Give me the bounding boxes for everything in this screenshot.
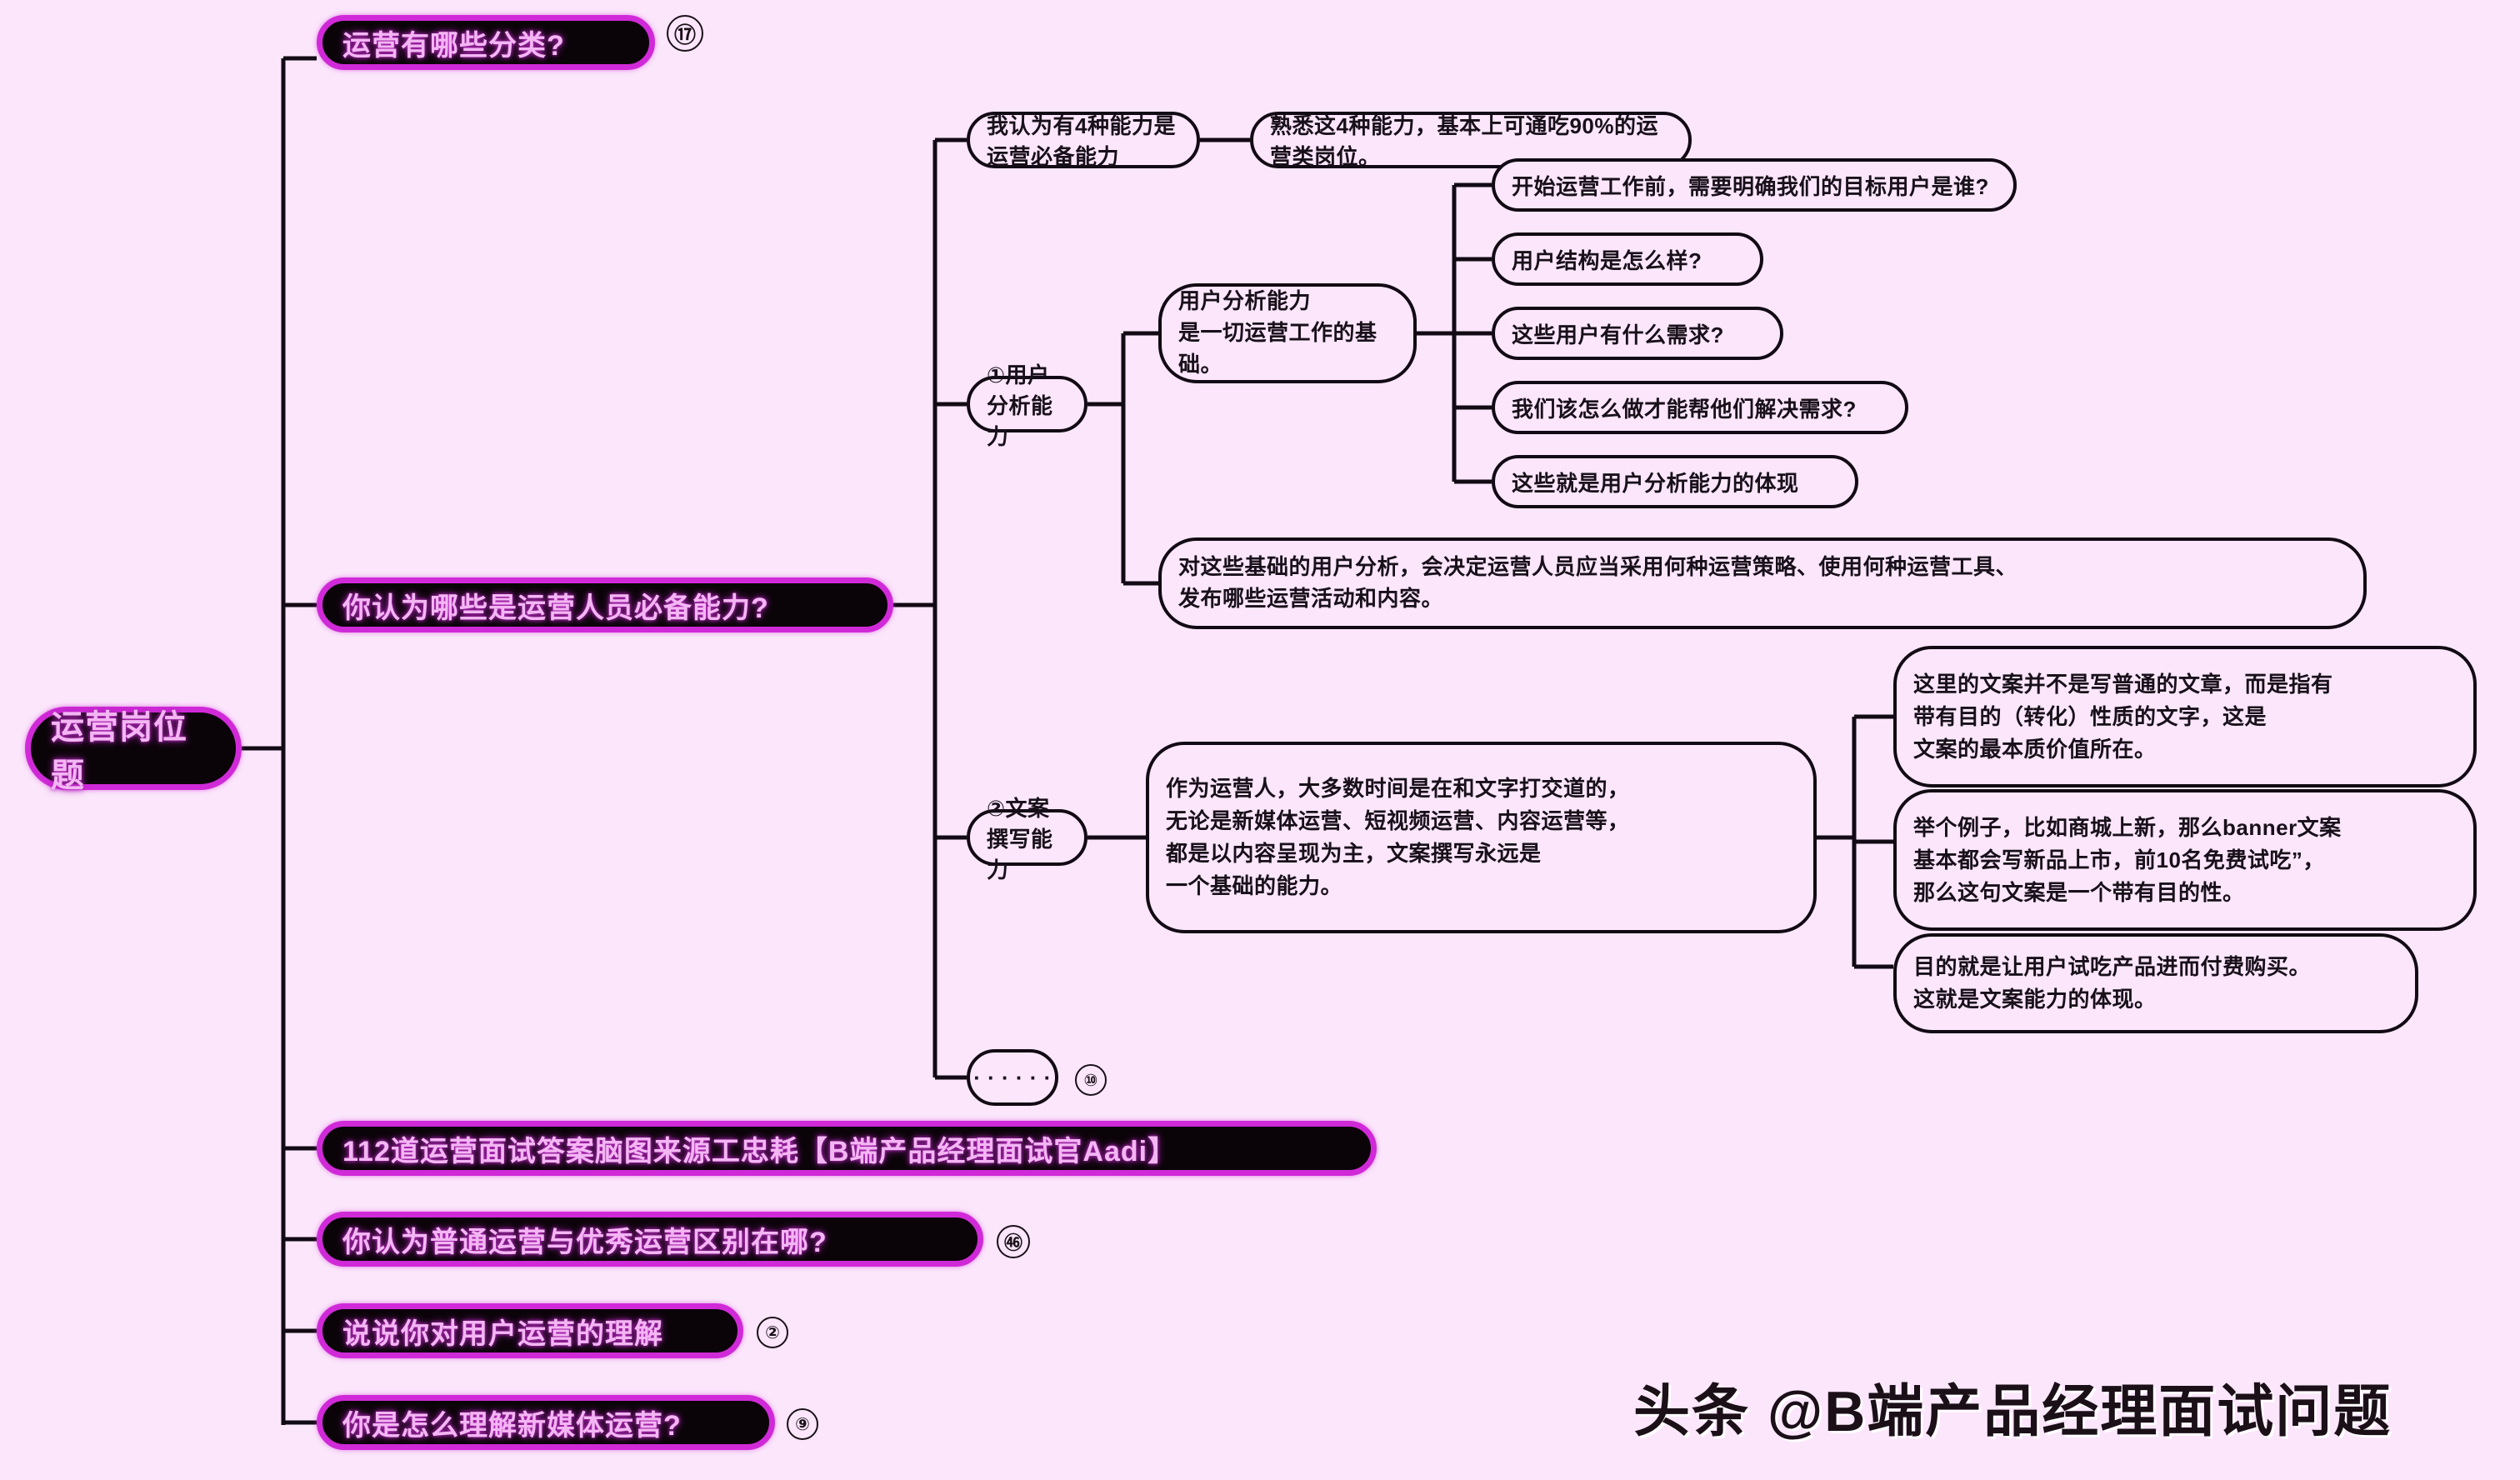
branch-label: 你是怎么理解新媒体运营?: [342, 1409, 682, 1442]
branch-label: 运营有哪些分类?: [342, 29, 565, 62]
user-analysis-question-node[interactable]: 这些就是用户分析能力的体现: [1492, 455, 1858, 508]
ability-user-analysis-label: ①用户分析能力: [987, 362, 1053, 449]
copywriting-detail-label: 目的就是让用户试吃产品进而付费购买。 这就是文案能力的体现。: [1913, 954, 2312, 1012]
copywriting-detail-node[interactable]: 这里的文案并不是写普通的文章，而是指有 带有目的（转化）性质的文字，这是 文案的…: [1893, 646, 2477, 788]
branch-badge-user-operation: ②: [757, 1317, 788, 1348]
copywriting-summary-node[interactable]: 作为运营人，大多数时间是在和文字打交道的， 无论是新媒体运营、短视频运营、内容运…: [1146, 742, 1817, 933]
branch-label: 112道运营面试答案脑图来源工忠耗【B端产品经理面试官Aadi】: [342, 1135, 1178, 1168]
root-label: 运营岗位题: [51, 709, 188, 794]
branch-node-required-skills[interactable]: 你认为哪些是运营人员必备能力?: [317, 578, 893, 632]
branch-label: 你认为哪些是运营人员必备能力?: [342, 592, 769, 624]
user-analysis-question-label: 这些就是用户分析能力的体现: [1512, 470, 1799, 496]
ability-more-badge: ⑩: [1075, 1064, 1107, 1096]
root-node[interactable]: 运营岗位题: [25, 707, 242, 794]
user-analysis-summary-label: 用户分析能力 是一切运营工作的基础。: [1178, 288, 1378, 377]
user-analysis-question-node[interactable]: 用户结构是怎么样?: [1492, 232, 1763, 286]
ability-copywriting-label: ②文案撰写能力: [987, 795, 1053, 882]
copywriting-detail-label: 举个例子，比如商城上新，那么banner文案 基本都会写新品上市，前10名免费试…: [1913, 814, 2342, 905]
ability-user-analysis-node[interactable]: ①用户分析能力: [967, 362, 1088, 449]
user-analysis-conclusion-label: 对这些基础的用户分析，会决定运营人员应当采用何种运营策略、使用何种运营工具、 发…: [1178, 554, 2018, 611]
branch-label: 说说你对用户运营的理解: [342, 1318, 663, 1350]
branch-badge-categories: ⑰: [667, 15, 703, 52]
user-analysis-question-node[interactable]: 我们该怎么做才能帮他们解决需求?: [1492, 381, 1908, 434]
user-analysis-conclusion-node[interactable]: 对这些基础的用户分析，会决定运营人员应当采用何种运营策略、使用何种运营工具、 发…: [1158, 538, 2367, 629]
branch-node-user-operation[interactable]: 说说你对用户运营的理解: [317, 1303, 743, 1358]
copywriting-summary-label: 作为运营人，大多数时间是在和文字打交道的， 无论是新媒体运营、短视频运营、内容运…: [1166, 776, 1630, 898]
copywriting-detail-label: 这里的文案并不是写普通的文章，而是指有 带有目的（转化）性质的文字，这是 文案的…: [1913, 671, 2333, 762]
user-analysis-question-node[interactable]: 这些用户有什么需求?: [1492, 307, 1783, 360]
user-analysis-question-label: 用户结构是怎么样?: [1512, 248, 1702, 273]
branch-badge-new-media: ⑨: [787, 1408, 818, 1440]
user-analysis-summary-node[interactable]: 用户分析能力 是一切运营工作的基础。: [1158, 283, 1417, 383]
branch-label: 你认为普通运营与优秀运营区别在哪?: [342, 1226, 828, 1258]
ability-intro-label: 我认为有4种能力是运营必备能力: [987, 113, 1176, 169]
user-analysis-question-label: 开始运营工作前，需要明确我们的目标用户是谁?: [1512, 173, 1989, 199]
branch-badge-ordinary-vs-excellent: ㊻: [997, 1225, 1030, 1258]
user-analysis-question-node[interactable]: 开始运营工作前，需要明确我们的目标用户是谁?: [1492, 158, 2017, 212]
ability-intro-node[interactable]: 我认为有4种能力是运营必备能力: [967, 112, 1200, 169]
ability-copywriting-node[interactable]: ②文案撰写能力: [967, 796, 1088, 882]
branch-node-ordinary-vs-excellent[interactable]: 你认为普通运营与优秀运营区别在哪?: [317, 1212, 983, 1267]
branch-node-categories[interactable]: 运营有哪些分类?: [317, 15, 655, 70]
copywriting-detail-node[interactable]: 举个例子，比如商城上新，那么banner文案 基本都会写新品上市，前10名免费试…: [1893, 789, 2477, 931]
branch-node-source-credit[interactable]: 112道运营面试答案脑图来源工忠耗【B端产品经理面试官Aadi】: [317, 1121, 1377, 1176]
ability-more-node[interactable]: · · · · · ·: [967, 1049, 1058, 1106]
ability-more-label: · · · · · ·: [973, 1064, 1052, 1090]
user-analysis-question-label: 我们该怎么做才能帮他们解决需求?: [1512, 396, 1857, 422]
watermark: 头条 @B端产品经理面试问题: [1633, 1380, 2392, 1443]
copywriting-detail-node[interactable]: 目的就是让用户试吃产品进而付费购买。 这就是文案能力的体现。: [1893, 933, 2418, 1033]
user-analysis-question-label: 这些用户有什么需求?: [1512, 322, 1724, 348]
ability-intro-note-label: 熟悉这4种能力，基本上可通吃90%的运营类岗位。: [1270, 113, 1658, 169]
branch-node-new-media[interactable]: 你是怎么理解新媒体运营?: [317, 1395, 775, 1450]
